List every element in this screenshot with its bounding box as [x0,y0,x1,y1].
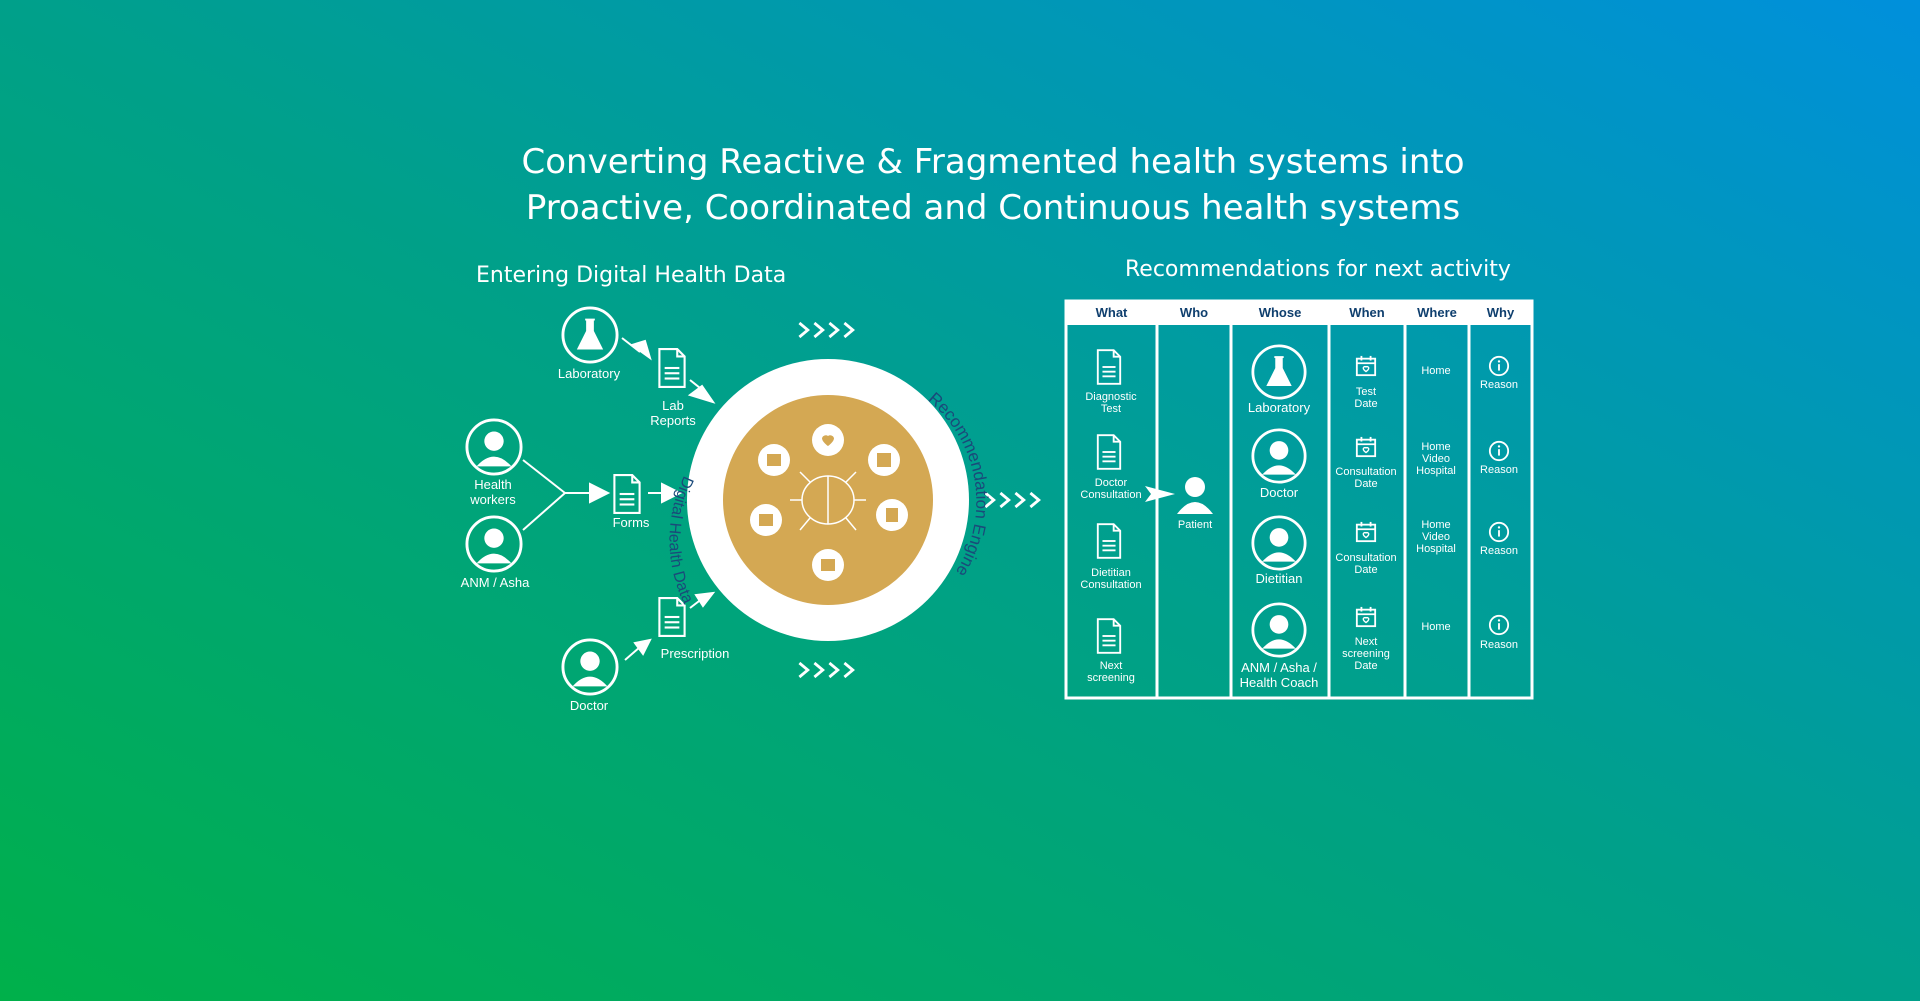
health-workers-label: Health workers [470,477,516,507]
where-label-row-3: Home Video Hospital [1416,519,1456,555]
doctor-consultation-icon [1096,434,1122,470]
info-icon [1488,440,1510,462]
column-header-when: When [1349,305,1385,320]
anm-asha-health-coach-icon [1251,602,1307,658]
patient-icon [1177,477,1213,514]
where-label-row-1: Home [1421,365,1451,377]
column-header-where: Where [1417,305,1457,320]
why-label-row-2: Reason [1480,464,1518,476]
why-label-row-1: Reason [1480,379,1518,391]
lab-reports-doc-icon [658,348,686,388]
info-icon [1488,521,1510,543]
where-label-row-2: Home Video Hospital [1416,441,1456,477]
calendar-icon [1355,436,1377,458]
page-title-line-2: Proactive, Coordinated and Continuous he… [525,188,1461,228]
whose-label-row-2: Doctor [1259,485,1299,500]
what-label-row-4: Next screening [1087,660,1135,684]
whose-label-row-3: Dietitian [1255,571,1303,586]
forms-doc-icon [613,474,641,514]
info-icon [1488,614,1510,636]
anm-asha-label: ANM / Asha [460,575,530,590]
right-section-heading: Recommendations for next activity [1125,257,1511,282]
what-label-row-1: Diagnostic Test [1085,391,1137,415]
when-label-row-1: Test Date [1354,386,1378,410]
chevrons-bottom [798,661,855,679]
diagnostic-test-icon [1096,349,1122,385]
where-label-row-4: Home [1421,621,1451,633]
page-title-line-1: Converting Reactive & Fragmented health … [521,142,1465,182]
forms-label: Forms [612,515,650,530]
when-label-row-2: Consultation Date [1335,466,1397,490]
what-label-row-2: Doctor Consultation [1080,477,1142,501]
whose-label-row-4: ANM / Asha / Health Coach [1239,660,1319,690]
calendar-icon [1355,355,1377,377]
calendar-icon [1355,521,1377,543]
what-label-row-3: Dietitian Consultation [1080,567,1142,591]
dietitian-consultation-icon [1096,523,1122,559]
column-header-whose: Whose [1258,305,1302,320]
doctor-label: Doctor [569,698,609,713]
info-icon [1488,355,1510,377]
lab-reports-label: Lab Reports [650,398,696,428]
doctor-icon [1251,428,1307,484]
anm-asha-icon [465,515,523,573]
next-screening-icon [1096,618,1122,654]
column-header-what: What [1095,305,1128,320]
prescription-label: Prescription [660,646,730,661]
brain-circuit-icon [790,471,866,531]
laboratory-source-icon [561,306,619,364]
laboratory-icon [1251,344,1307,400]
chevrons-middle [984,491,1041,509]
health-workers-icon [465,418,523,476]
column-header-who: Who [1179,305,1209,320]
when-label-row-3: Consultation Date [1335,552,1397,576]
why-label-row-4: Reason [1480,639,1518,651]
patient-arrow-icon [1145,486,1175,502]
left-section-heading: Entering Digital Health Data [476,263,787,288]
laboratory-label: Laboratory [557,366,621,381]
whose-label-row-1: Laboratory [1247,400,1311,415]
who-patient-label: Patient [1177,519,1213,531]
calendar-icon [1355,606,1377,628]
when-label-row-4: Next screening Date [1342,636,1390,672]
why-label-row-3: Reason [1480,545,1518,557]
doctor-source-icon [561,638,619,696]
chevrons-top [798,321,855,339]
column-header-why: Why [1486,305,1515,320]
dietitian-icon [1251,515,1307,571]
